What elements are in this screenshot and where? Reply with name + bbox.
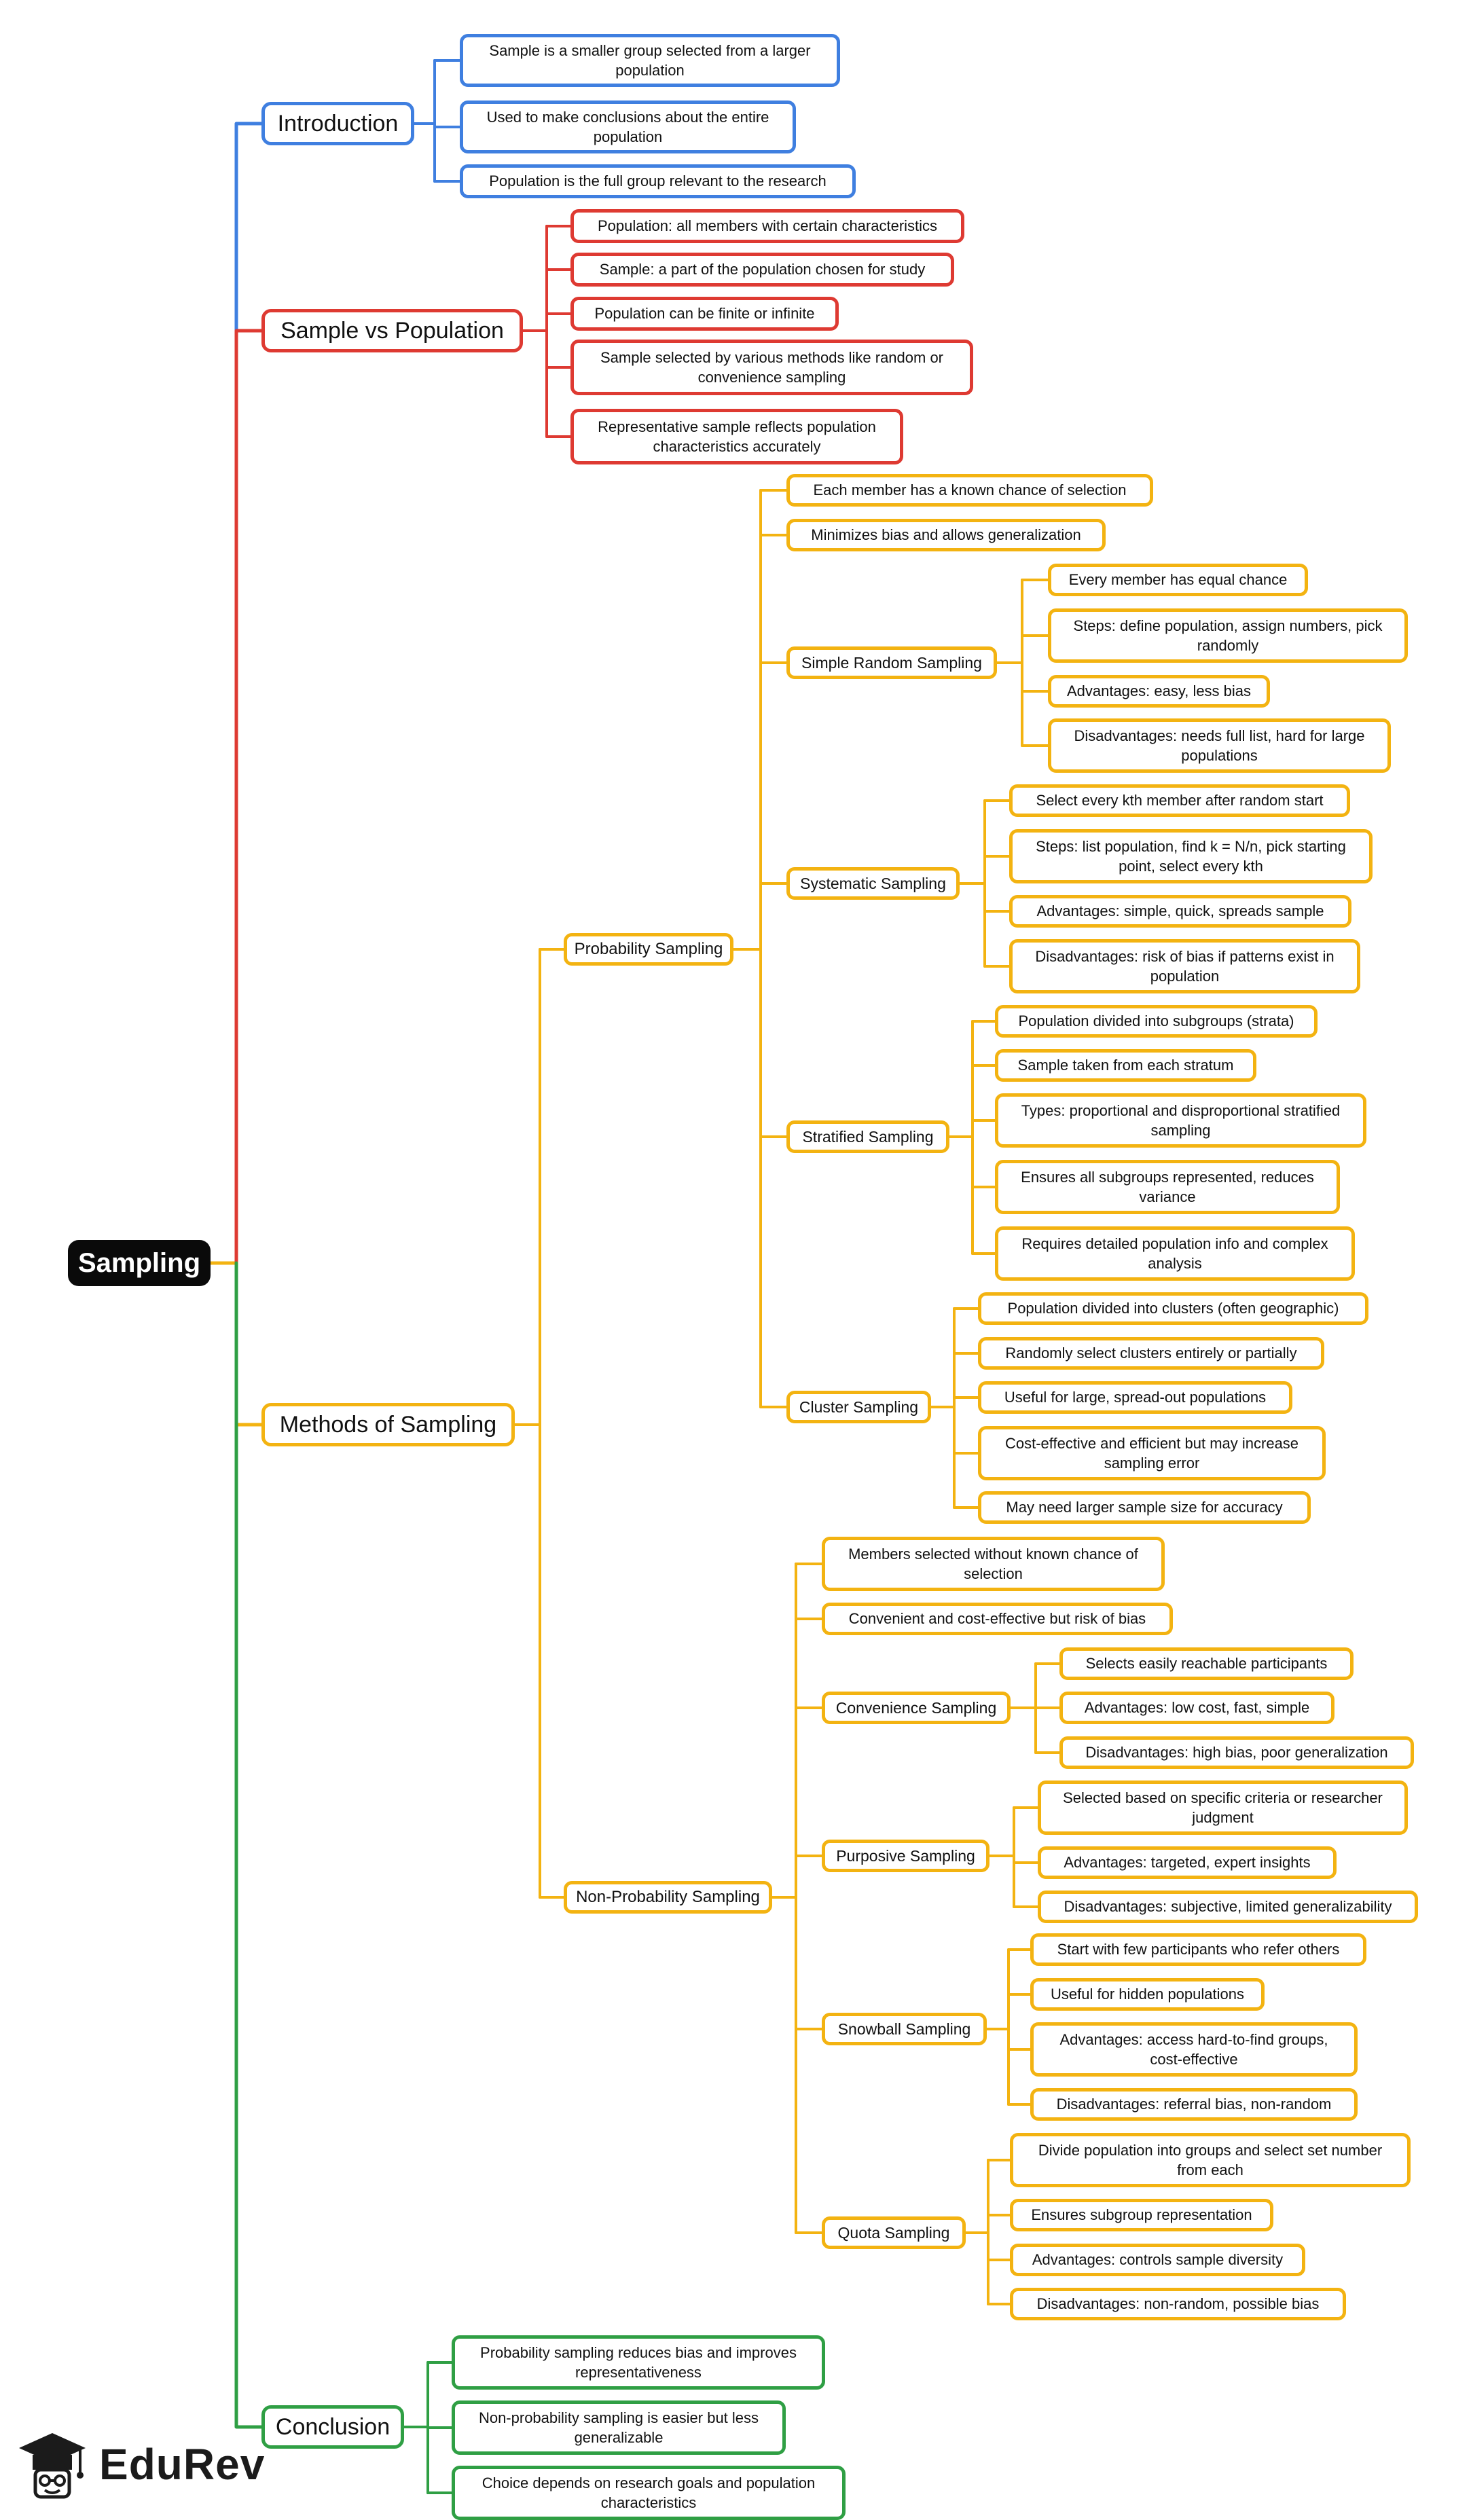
strat-item-1: Population divided into subgroups (strat… [995, 1005, 1318, 1038]
snow-item-1: Start with few participants who refer ot… [1030, 1933, 1366, 1966]
purposive-sampling-node: Purposive Sampling [822, 1840, 989, 1872]
root-node: Sampling [68, 1240, 211, 1286]
sys-item-1: Select every kth member after random sta… [1009, 784, 1350, 817]
systematic-sampling-node: Systematic Sampling [786, 867, 960, 900]
cluster-item-4: Cost-effective and efficient but may inc… [978, 1426, 1326, 1480]
cluster-item-2: Randomly select clusters entirely or par… [978, 1337, 1324, 1370]
conv-item-1: Selects easily reachable participants [1059, 1647, 1354, 1680]
connector [234, 1261, 264, 2429]
graduation-cap-icon [19, 2433, 86, 2499]
branch-introduction: Introduction [261, 102, 414, 145]
quota-item-3: Advantages: controls sample diversity [1010, 2244, 1305, 2276]
prob-item-2: Minimizes bias and allows generalization [786, 519, 1106, 551]
svp-item-4: Sample selected by various methods like … [570, 340, 973, 395]
connector [234, 1261, 264, 1427]
quota-item-1: Divide population into groups and select… [1010, 2133, 1411, 2187]
intro-item-2: Used to make conclusions about the entir… [460, 101, 796, 153]
concl-item-3: Choice depends on research goals and pop… [452, 2466, 846, 2520]
quota-sampling-node: Quota Sampling [822, 2216, 966, 2249]
purp-item-1: Selected based on specific criteria or r… [1038, 1781, 1408, 1835]
srs-item-4: Disadvantages: needs full list, hard for… [1048, 718, 1391, 773]
probability-sampling-node: Probability Sampling [564, 933, 733, 966]
strat-item-5: Requires detailed population info and co… [995, 1226, 1355, 1281]
snow-item-3: Advantages: access hard-to-find groups, … [1030, 2022, 1358, 2077]
nonprob-item-1: Members selected without known chance of… [822, 1537, 1165, 1591]
branch-conclusion: Conclusion [261, 2405, 404, 2449]
sys-item-3: Advantages: simple, quick, spreads sampl… [1009, 895, 1351, 928]
edurev-logo: EduRev [15, 2428, 300, 2501]
svp-item-1: Population: all members with certain cha… [570, 209, 964, 243]
intro-item-1: Sample is a smaller group selected from … [460, 34, 840, 87]
connector [234, 329, 264, 1265]
quota-item-4: Disadvantages: non-random, possible bias [1010, 2288, 1346, 2320]
cluster-item-3: Useful for large, spread-out populations [978, 1381, 1292, 1414]
conv-item-3: Disadvantages: high bias, poor generaliz… [1059, 1736, 1414, 1769]
sys-item-2: Steps: list population, find k = N/n, pi… [1009, 829, 1373, 883]
srs-item-2: Steps: define population, assign numbers… [1048, 608, 1408, 663]
logo-text: EduRev [99, 2440, 266, 2489]
snow-item-4: Disadvantages: referral bias, non-random [1030, 2088, 1358, 2121]
convenience-sampling-node: Convenience Sampling [822, 1692, 1011, 1724]
strat-item-2: Sample taken from each stratum [995, 1049, 1256, 1082]
branch-methods-of-sampling: Methods of Sampling [261, 1403, 515, 1446]
purp-item-3: Disadvantages: subjective, limited gener… [1038, 1891, 1418, 1923]
connector [234, 122, 264, 1265]
concl-item-2: Non-probability sampling is easier but l… [452, 2400, 786, 2455]
stratified-sampling-node: Stratified Sampling [786, 1120, 949, 1153]
snowball-sampling-node: Snowball Sampling [822, 2013, 987, 2045]
cluster-item-5: May need larger sample size for accuracy [978, 1491, 1311, 1524]
srs-item-1: Every member has equal chance [1048, 564, 1308, 596]
sys-item-4: Disadvantages: risk of bias if patterns … [1009, 939, 1360, 993]
snow-item-2: Useful for hidden populations [1030, 1978, 1265, 2011]
quota-item-2: Ensures subgroup representation [1010, 2199, 1273, 2231]
svp-item-3: Population can be finite or infinite [570, 297, 839, 331]
cluster-sampling-node: Cluster Sampling [786, 1391, 931, 1423]
conv-item-2: Advantages: low cost, fast, simple [1059, 1692, 1334, 1724]
strat-item-4: Ensures all subgroups represented, reduc… [995, 1160, 1340, 1214]
non-probability-sampling-node: Non-Probability Sampling [564, 1881, 772, 1914]
intro-item-3: Population is the full group relevant to… [460, 164, 856, 198]
nonprob-item-2: Convenient and cost-effective but risk o… [822, 1603, 1173, 1635]
srs-item-3: Advantages: easy, less bias [1048, 675, 1270, 708]
prob-item-1: Each member has a known chance of select… [786, 474, 1153, 507]
branch-sample-vs-population: Sample vs Population [261, 309, 523, 352]
svp-item-2: Sample: a part of the population chosen … [570, 253, 954, 287]
svp-item-5: Representative sample reflects populatio… [570, 409, 903, 464]
concl-item-1: Probability sampling reduces bias and im… [452, 2335, 825, 2390]
strat-item-3: Types: proportional and disproportional … [995, 1093, 1366, 1148]
cluster-item-1: Population divided into clusters (often … [978, 1292, 1368, 1325]
purp-item-2: Advantages: targeted, expert insights [1038, 1846, 1337, 1879]
simple-random-sampling-node: Simple Random Sampling [786, 646, 997, 679]
